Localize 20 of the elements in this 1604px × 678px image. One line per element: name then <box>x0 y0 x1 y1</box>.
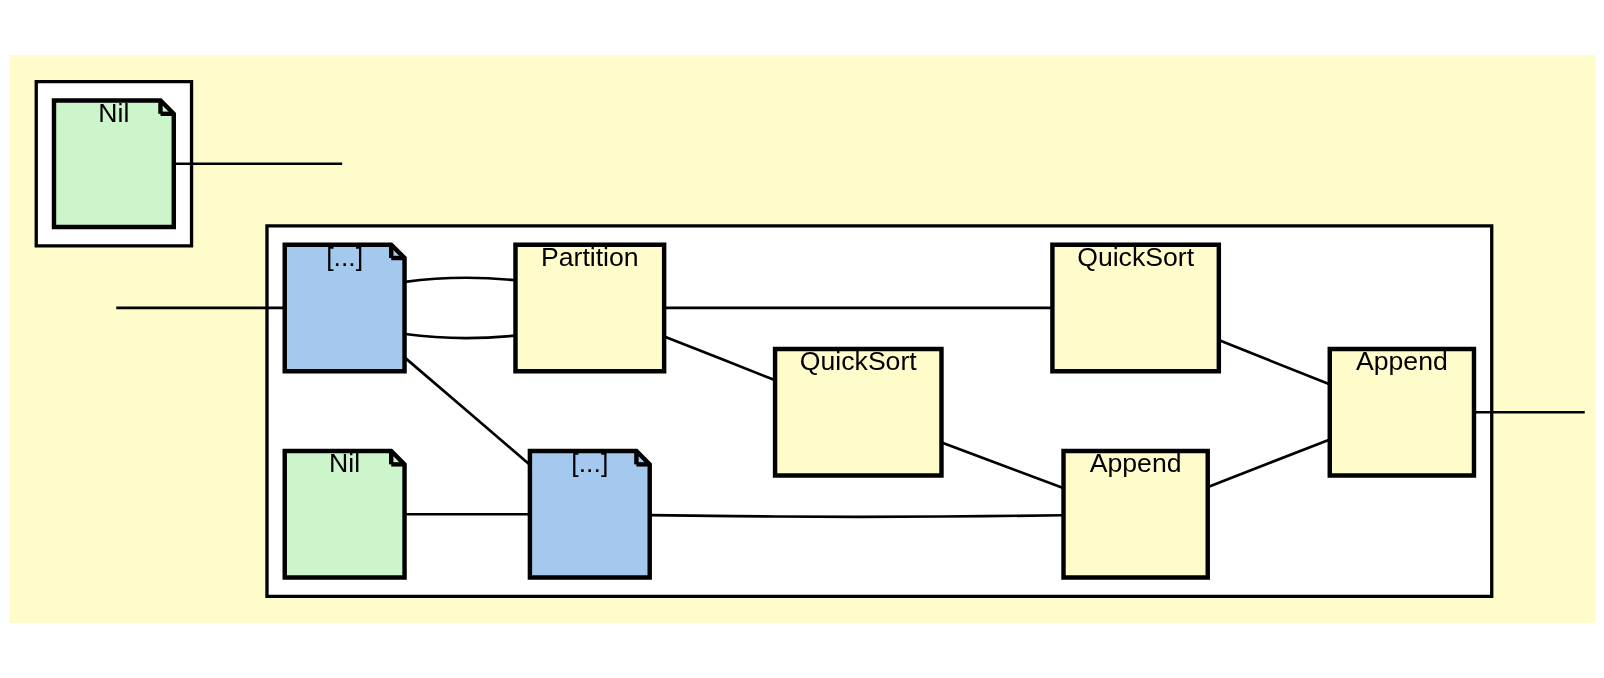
connector <box>115 306 285 310</box>
node-box: Partition <box>512 242 666 374</box>
connector <box>663 335 775 382</box>
connector <box>404 332 515 340</box>
cluster <box>34 79 193 248</box>
connector <box>1218 339 1329 386</box>
connector <box>663 306 1052 310</box>
connector <box>404 512 530 516</box>
connector <box>940 441 1064 490</box>
node-box: QuickSort <box>1049 242 1221 374</box>
connector <box>1474 410 1585 414</box>
node-box: Append <box>1327 346 1476 478</box>
node-box: QuickSort <box>772 346 944 478</box>
connector <box>649 513 1063 519</box>
connector <box>403 356 531 466</box>
cluster <box>264 224 1493 599</box>
connector <box>404 276 515 284</box>
connector <box>173 162 342 166</box>
node-box: Append <box>1060 448 1210 580</box>
connector <box>1207 438 1330 489</box>
